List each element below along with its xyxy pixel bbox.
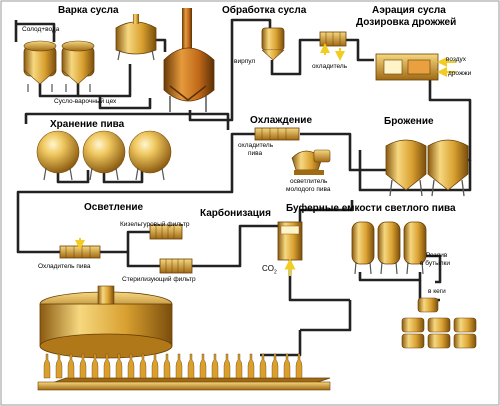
beer-cooler-left — [59, 238, 101, 259]
heading-wort-boiling: Варка сусла — [58, 5, 119, 16]
bottle — [223, 353, 231, 379]
bottle — [67, 353, 75, 379]
heading-cooling: Охлаждение — [250, 115, 313, 126]
heading-buffer-tanks: Буферные емкости светлого пива — [286, 203, 456, 214]
label-wort-boiling-shop: Сусло-варочный цех — [54, 98, 117, 105]
bottle — [139, 353, 147, 379]
bottle — [79, 353, 87, 379]
bottle — [163, 353, 171, 379]
bottle — [175, 353, 183, 379]
bottling-machine — [37, 285, 331, 391]
bottle — [235, 353, 243, 379]
bottle — [259, 353, 267, 379]
label-beer-cooler-left: Охладитель пива — [38, 263, 91, 270]
storage-tank-2 — [82, 130, 126, 181]
kegs — [401, 297, 477, 349]
sterilizing-filter — [159, 258, 193, 274]
heading-beer-storage: Хранение пива — [50, 119, 125, 130]
label-malt-water: Солод+вода — [22, 26, 60, 33]
bottle — [103, 353, 111, 379]
bottle — [91, 353, 99, 379]
bottle — [283, 353, 291, 379]
label-clarifier-2: молодого пива — [286, 186, 331, 193]
label-yeast: дрожжи — [448, 70, 472, 77]
bottle — [271, 353, 279, 379]
bottle — [43, 353, 51, 379]
whirlpool-tank — [261, 27, 285, 61]
heading-clarification: Осветление — [84, 202, 144, 213]
mash-cooker — [115, 14, 157, 61]
young-beer-clarifier — [291, 149, 331, 175]
heading-wort-treatment: Обработка сусла — [222, 5, 307, 16]
bottle — [127, 353, 135, 379]
label-bottling-2: в бутылки — [420, 260, 451, 267]
aeration-unit — [375, 53, 456, 81]
storage-tank-1 — [36, 130, 80, 181]
brew-kettle — [163, 8, 215, 112]
bottle-row — [43, 353, 303, 379]
wort-cooler — [319, 31, 347, 61]
label-air: воздух — [446, 56, 467, 63]
label-diatomite-filter: Кизельгуровый фильтр — [120, 221, 190, 228]
buffer-tank-3 — [403, 221, 427, 275]
heading-fermentation: Брожение — [384, 116, 434, 127]
label-bottling-1: Розлив — [426, 252, 448, 259]
label-beer-cooler-1: охладитель — [238, 142, 274, 149]
bottle — [247, 353, 255, 379]
storage-tank-3 — [128, 130, 172, 181]
bottle — [115, 353, 123, 379]
bottle — [211, 353, 219, 379]
label-sterilizing-filter: Стерилизующий фильтр — [122, 276, 196, 283]
heading-wort-aeration: Аэрация сусла — [372, 5, 446, 16]
fermenter-right — [427, 139, 469, 197]
bottle — [199, 353, 207, 379]
bottle — [187, 353, 195, 379]
beer-cooler — [254, 127, 300, 141]
label-kegs: в кеги — [428, 288, 446, 295]
diatomite-filter — [149, 224, 183, 240]
bottle — [55, 353, 63, 379]
label-whirlpool: вирпул — [234, 58, 256, 65]
bottle — [151, 353, 159, 379]
fermenter-left — [385, 139, 427, 197]
bottle — [295, 353, 303, 379]
heading-yeast-dosing: Дозировка дрожжей — [356, 17, 457, 28]
carbonization-tank — [277, 221, 303, 276]
mash-tun-right — [61, 40, 95, 92]
buffer-tank-2 — [377, 221, 401, 275]
heading-carbonization: Карбонизация — [200, 208, 271, 219]
label-clarifier-1: осветлитель — [290, 178, 328, 185]
label-beer-cooler-2: пива — [248, 150, 263, 157]
buffer-tank-1 — [351, 221, 375, 275]
label-wort-cooler: охладитель — [312, 63, 348, 70]
label-co2: CO2 — [262, 264, 277, 276]
mash-tun-left — [23, 40, 57, 92]
